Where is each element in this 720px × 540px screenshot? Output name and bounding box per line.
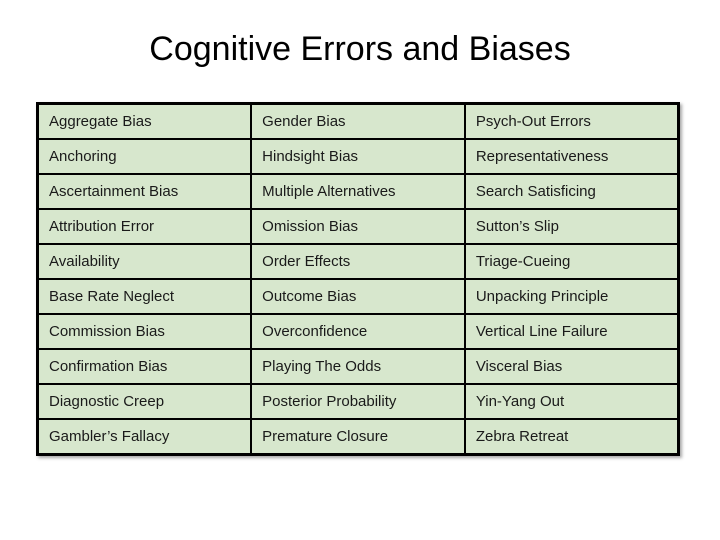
biases-table: Aggregate Bias Gender Bias Psych-Out Err…	[36, 102, 680, 456]
table-cell: Overconfidence	[250, 313, 466, 350]
table-cell: Order Effects	[250, 243, 466, 280]
table-cell: Posterior Probability	[250, 383, 466, 420]
table-cell: Hindsight Bias	[250, 138, 466, 175]
table-row: Aggregate Bias Gender Bias Psych-Out Err…	[36, 102, 680, 140]
table-cell: Gambler’s Fallacy	[36, 418, 253, 456]
table-cell: Diagnostic Creep	[36, 383, 253, 420]
table-cell: Aggregate Bias	[36, 102, 253, 140]
table-cell: Triage-Cueing	[463, 243, 680, 280]
table-cell: Premature Closure	[250, 418, 466, 456]
table-cell: Search Satisficing	[463, 173, 680, 210]
table-cell: Omission Bias	[250, 208, 466, 245]
table-cell: Vertical Line Failure	[463, 313, 680, 350]
table-row: Diagnostic Creep Posterior Probability Y…	[36, 383, 680, 420]
slide-title: Cognitive Errors and Biases	[149, 30, 571, 68]
table-cell: Outcome Bias	[250, 278, 466, 315]
table-cell: Gender Bias	[250, 102, 466, 140]
table-cell: Unpacking Principle	[463, 278, 680, 315]
table-cell: Base Rate Neglect	[36, 278, 253, 315]
table-cell: Yin-Yang Out	[463, 383, 680, 420]
table-row: Ascertainment Bias Multiple Alternatives…	[36, 173, 680, 210]
table-cell: Zebra Retreat	[463, 418, 680, 456]
table-row: Commission Bias Overconfidence Vertical …	[36, 313, 680, 350]
table-cell: Representativeness	[463, 138, 680, 175]
table-cell: Playing The Odds	[250, 348, 466, 385]
table-row: Base Rate Neglect Outcome Bias Unpacking…	[36, 278, 680, 315]
table-cell: Visceral Bias	[463, 348, 680, 385]
table-cell: Commission Bias	[36, 313, 253, 350]
table-cell: Ascertainment Bias	[36, 173, 253, 210]
table-row: Anchoring Hindsight Bias Representativen…	[36, 138, 680, 175]
table-cell: Anchoring	[36, 138, 253, 175]
table-row: Attribution Error Omission Bias Sutton’s…	[36, 208, 680, 245]
table-row: Confirmation Bias Playing The Odds Visce…	[36, 348, 680, 385]
table-row: Gambler’s Fallacy Premature Closure Zebr…	[36, 418, 680, 456]
table-row: Availability Order Effects Triage-Cueing	[36, 243, 680, 280]
table-cell: Psych-Out Errors	[463, 102, 680, 140]
table-cell: Confirmation Bias	[36, 348, 253, 385]
table-cell: Multiple Alternatives	[250, 173, 466, 210]
table-cell: Availability	[36, 243, 253, 280]
table-cell: Sutton’s Slip	[463, 208, 680, 245]
table-cell: Attribution Error	[36, 208, 253, 245]
